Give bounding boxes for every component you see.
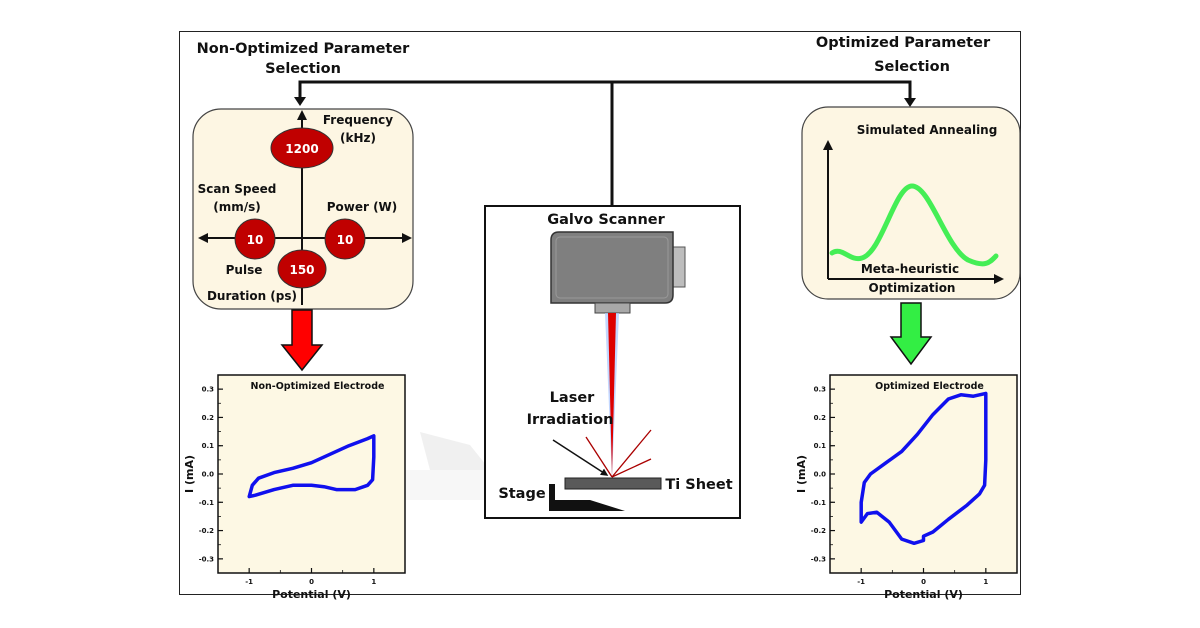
- connector-lines: [294, 80, 916, 205]
- arrow-down-right: [904, 98, 916, 107]
- galvo-scanner-label: Galvo Scanner: [547, 212, 665, 228]
- right-title-line2: Selection: [874, 59, 950, 75]
- left-title-line2: Selection: [265, 61, 341, 77]
- x-tick-label: 0: [921, 578, 926, 586]
- y-tick-label: -0.2: [811, 527, 826, 535]
- stage-label: Stage: [498, 486, 546, 502]
- x-tick-label: -1: [245, 578, 253, 586]
- laser-beam: [608, 313, 616, 476]
- green-down-arrow: [889, 302, 933, 366]
- pulse-label-2: Duration (ps): [207, 289, 297, 303]
- scan-speed-label-2: (mm/s): [213, 200, 261, 214]
- frequency-label-2: (kHz): [340, 131, 376, 145]
- pulse-duration-value: 150: [289, 263, 314, 277]
- red-down-arrow: [280, 309, 324, 372]
- arrow-down-left: [294, 97, 306, 106]
- y-tick-label: -0.3: [199, 555, 214, 563]
- scan-speed-label-1: Scan Speed: [198, 182, 277, 196]
- x-tick-label: -1: [857, 578, 865, 586]
- right-title-line1: Optimized Parameter: [816, 35, 991, 51]
- y-tick-label: 0.2: [202, 414, 215, 422]
- x-tick-label: 0: [309, 578, 314, 586]
- power-node: [324, 218, 366, 260]
- laser-label-2: Irradiation: [527, 412, 614, 428]
- laser-pointer-arrow: [552, 439, 609, 476]
- y-tick-label: 0.3: [202, 386, 215, 394]
- left-title-line1: Non-Optimized Parameter: [197, 41, 410, 57]
- pulse-label-1: Pulse: [226, 263, 263, 277]
- y-tick-label: -0.2: [199, 527, 214, 535]
- optimization-panel: Simulated Annealing Meta-heuristic Optim…: [801, 106, 1021, 300]
- power-value: 10: [337, 233, 354, 247]
- laser-label-1: Laser: [550, 390, 595, 406]
- y-tick-label: 0.1: [202, 442, 215, 450]
- stage: [549, 484, 625, 511]
- annealing-curve: [829, 183, 999, 267]
- y-tick-label: -0.3: [811, 555, 826, 563]
- y-tick-label: -0.1: [811, 499, 826, 507]
- scan-speed-value: 10: [247, 233, 264, 247]
- y-tick-label: -0.1: [199, 499, 214, 507]
- x-tick-label: 1: [983, 578, 988, 586]
- x-axis-label: Potential (V): [272, 588, 351, 601]
- ti-sheet: [564, 477, 662, 490]
- pulse-duration-node: [277, 249, 327, 289]
- y-tick-label: 0.1: [814, 442, 827, 450]
- chart-title: Non-Optimized Electrode: [251, 381, 385, 392]
- plot-area: [217, 374, 406, 574]
- cv-curve: [247, 434, 376, 499]
- x-axis-label: Potential (V): [884, 588, 963, 601]
- cv-curve: [859, 391, 988, 546]
- y-tick-label: 0.0: [814, 471, 827, 479]
- optimization-xlabel-1: Meta-heuristic: [861, 262, 959, 276]
- laser-setup-panel: Galvo Scanner Laser Irradiation Ti Sheet…: [400, 205, 741, 519]
- optimization-title: Simulated Annealing: [857, 123, 998, 137]
- optimization-xlabel-2: Optimization: [869, 281, 956, 295]
- chart-optimized: Optimized Electrode 0.3 0.2 0.1 0.0 -0.1 -0.2 -…: [795, 374, 1018, 601]
- power-label: Power (W): [327, 200, 398, 214]
- y-tick-label: 0.3: [814, 386, 827, 394]
- frequency-value: 1200: [285, 142, 318, 156]
- plot-area: [829, 374, 1018, 574]
- galvo-scanner: [550, 231, 686, 314]
- x-tick-label: 1: [371, 578, 376, 586]
- frequency-node: [270, 127, 334, 169]
- parameter-panel: 1200 10 10 150 Frequency (kHz) Scan Spee…: [192, 108, 414, 310]
- y-axis-label: I (mA): [795, 455, 808, 493]
- frequency-label-1: Frequency: [323, 113, 393, 127]
- chart-title: Optimized Electrode: [875, 381, 984, 392]
- y-tick-label: 0.0: [202, 471, 215, 479]
- ti-sheet-label: Ti Sheet: [665, 477, 732, 493]
- scan-speed-node: [234, 218, 276, 260]
- y-axis-label: I (mA): [183, 455, 196, 493]
- chart-non-optimized: Non-Optimized Electrode 0.3 0.2 0.1 0.0 -0.1 -…: [183, 374, 406, 601]
- y-tick-label: 0.2: [814, 414, 827, 422]
